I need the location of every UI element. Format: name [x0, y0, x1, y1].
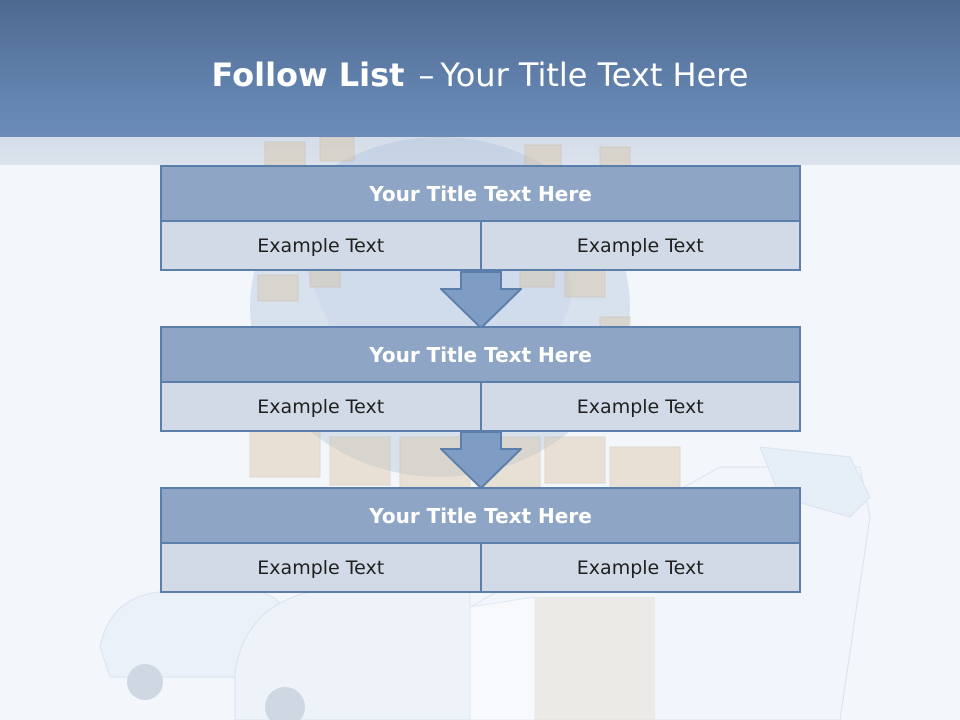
block-row: Example Text Example Text	[160, 544, 801, 593]
slide-title-separator: –	[418, 56, 435, 94]
block-title: Your Title Text Here	[160, 326, 801, 383]
header-band	[0, 0, 960, 137]
down-arrow-icon	[440, 271, 522, 329]
block-title: Your Title Text Here	[160, 165, 801, 222]
follow-block-1: Your Title Text Here Example Text Exampl…	[160, 165, 801, 271]
block-title: Your Title Text Here	[160, 487, 801, 544]
block-row: Example Text Example Text	[160, 222, 801, 271]
slide-title-rest: Your Title Text Here	[440, 56, 749, 94]
block-cell-right: Example Text	[480, 383, 801, 432]
block-cell-left: Example Text	[160, 383, 481, 432]
block-cell-left: Example Text	[160, 222, 481, 271]
down-arrow-icon	[440, 431, 522, 489]
block-cell-left: Example Text	[160, 544, 481, 593]
follow-block-2: Your Title Text Here Example Text Exampl…	[160, 326, 801, 432]
header-subband	[0, 137, 960, 165]
slide-title-bold: Follow List	[211, 56, 405, 94]
slide-title: Follow List–Your Title Text Here	[0, 52, 960, 98]
block-cell-right: Example Text	[480, 544, 801, 593]
block-row: Example Text Example Text	[160, 383, 801, 432]
follow-block-3: Your Title Text Here Example Text Exampl…	[160, 487, 801, 593]
block-cell-right: Example Text	[480, 222, 801, 271]
